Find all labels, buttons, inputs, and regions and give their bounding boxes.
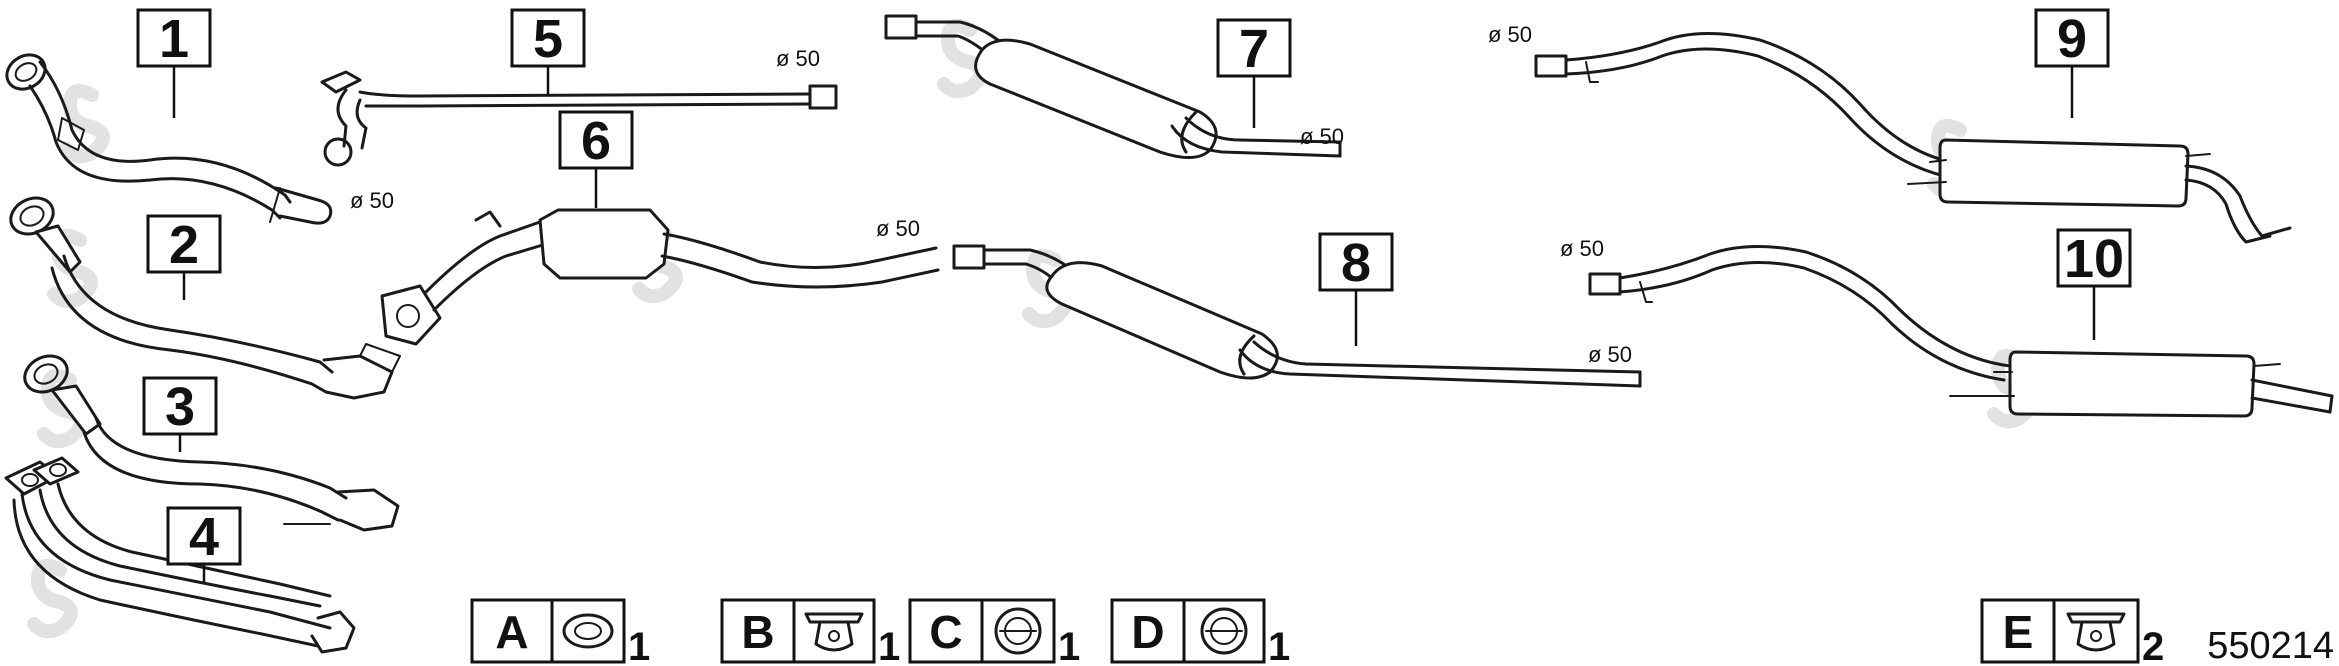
- part-5-intermediate-pipe: [320, 70, 838, 167]
- svg-text:5: 5: [533, 9, 563, 69]
- part-6-diameter-label: ø 50: [876, 216, 920, 241]
- svg-text:9: 9: [2057, 9, 2087, 69]
- accessory-a: A 1: [470, 598, 650, 666]
- svg-text:E: E: [2003, 606, 2034, 658]
- hanger-bracket-icon: [2066, 612, 2126, 652]
- svg-text:1: 1: [628, 625, 650, 666]
- svg-text:1: 1: [159, 9, 189, 69]
- callout-6: 6: [558, 110, 634, 208]
- svg-text:7: 7: [1239, 19, 1269, 79]
- callout-1: 1: [136, 8, 212, 118]
- callout-7: 7: [1216, 18, 1292, 128]
- part-1-diameter-label: ø 50: [350, 188, 394, 213]
- callout-10: 10: [2056, 228, 2132, 340]
- accessory-c: C 1: [908, 598, 1080, 666]
- accessory-e: E 2: [1980, 598, 2164, 666]
- part-8-diameter-label: ø 50: [1588, 342, 1632, 367]
- svg-text:D: D: [1131, 606, 1164, 658]
- svg-text:A: A: [495, 606, 528, 658]
- accessory-b: B 1: [720, 598, 900, 666]
- part-7-centre-silencer: [884, 14, 1342, 159]
- part-2-front-pipe: [9, 196, 401, 400]
- part-9-diameter-label: ø 50: [1488, 22, 1532, 47]
- part-6-catalytic-converter: [380, 208, 940, 346]
- part-8-centre-silencer: [952, 244, 1642, 388]
- svg-text:10: 10: [2064, 229, 2124, 289]
- part-3-front-pipe: [23, 354, 400, 532]
- part-4-twin-downpipe: [4, 456, 356, 654]
- rubber-mount-icon: [994, 607, 1042, 655]
- svg-text:1: 1: [1268, 625, 1290, 666]
- svg-text:1: 1: [1058, 625, 1080, 666]
- callout-8: 8: [1318, 232, 1394, 346]
- accessory-d: D 1: [1110, 598, 1290, 666]
- part-1-front-pipe: [5, 53, 333, 225]
- rubber-mount-icon: [1200, 607, 1248, 655]
- svg-text:B: B: [741, 606, 774, 658]
- drawing-number: 550214: [2207, 625, 2334, 666]
- svg-text:1: 1: [878, 625, 900, 666]
- svg-text:2: 2: [169, 215, 199, 275]
- part-10-rear-silencer: [1588, 245, 2334, 418]
- svg-text:C: C: [929, 606, 962, 658]
- watermark: [27, 18, 2038, 639]
- part-10-diameter-label: ø 50: [1560, 236, 1604, 261]
- callout-3: 3: [142, 376, 218, 452]
- svg-text:2: 2: [2142, 625, 2164, 666]
- callout-4: 4: [166, 506, 242, 582]
- svg-text:4: 4: [189, 507, 219, 567]
- part-9-rear-silencer: [1534, 31, 2292, 244]
- part-5-diameter-label: ø 50: [776, 46, 820, 71]
- svg-text:6: 6: [581, 111, 611, 171]
- part-7-diameter-label: ø 50: [1300, 124, 1344, 149]
- svg-text:3: 3: [165, 377, 195, 437]
- gasket-ring-icon: [562, 613, 614, 649]
- callout-2: 2: [146, 214, 222, 300]
- callout-9: 9: [2034, 8, 2110, 118]
- hanger-bracket-icon: [804, 612, 864, 652]
- callout-5: 5: [510, 8, 586, 96]
- svg-text:8: 8: [1341, 233, 1371, 293]
